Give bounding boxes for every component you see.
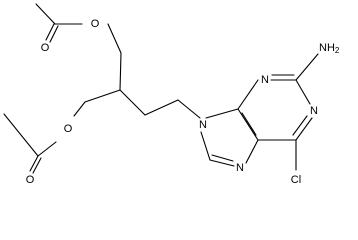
bond-c8-n7 bbox=[209, 159, 235, 167]
bonds bbox=[3, 3, 319, 174]
bond-chain-1-chain-2 bbox=[144, 99, 179, 116]
bond-ch-chain-1 bbox=[119, 89, 146, 116]
nitrogen-label-n3: N bbox=[261, 74, 269, 86]
nitrogen-label-n7: N bbox=[236, 162, 244, 174]
oxygen-label-bottom-carbonyl: O bbox=[26, 174, 35, 186]
bond-bottom-carbonyl-ch3 bbox=[3, 113, 39, 157]
bond-chain-2-n9 bbox=[177, 99, 201, 119]
bond-top-carbonyl-o-double bbox=[49, 25, 59, 43]
amino-subscript: 2 bbox=[335, 46, 340, 55]
nitrogen-label-n1: N bbox=[310, 105, 318, 117]
bond-top-ester-o-ch2 bbox=[107, 23, 122, 54]
bond-n1-c6 bbox=[295, 117, 313, 141]
bond-c2-amino bbox=[295, 53, 319, 81]
bond-bottom-ester-o-carbonyl bbox=[37, 141, 57, 157]
bond-c4-n3 bbox=[237, 79, 259, 110]
bond-top-ch3-carbonyl bbox=[35, 3, 56, 25]
bond-top-ch2-ch bbox=[119, 52, 122, 91]
bond-top-carbonyl-o bbox=[45, 23, 55, 41]
bond-c8-n7-double bbox=[211, 154, 234, 162]
bond-n7-c5 bbox=[245, 139, 259, 164]
bond-n9-c4 bbox=[205, 108, 239, 119]
bond-bottom-carbonyl-o-double bbox=[32, 157, 42, 174]
bond-bottom-ch2-ester-o bbox=[73, 101, 86, 117]
oxygen-label-top-ester: O bbox=[91, 18, 100, 30]
bond-c2-n1 bbox=[295, 79, 311, 105]
oxygen-label-bottom-ester: O bbox=[64, 123, 73, 135]
bond-n1-c6-double bbox=[292, 115, 308, 136]
nitrogen-label-n9: N bbox=[199, 119, 207, 131]
oxygen-label-top-carbonyl: O bbox=[41, 42, 50, 54]
atom-labels: O O O O N N N N NH2 Cl bbox=[26, 18, 340, 186]
amino-label: NH2 bbox=[319, 42, 340, 55]
bond-n9-c8 bbox=[200, 131, 211, 161]
chlorine-label: Cl bbox=[291, 174, 301, 186]
bond-bottom-carbonyl-o bbox=[29, 155, 39, 172]
structural-formula: O O O O N N N N NH2 Cl bbox=[3, 3, 340, 186]
bond-c4-c5-double bbox=[241, 112, 257, 136]
bond-ch-bottom-ch2 bbox=[84, 89, 121, 103]
bond-c4-c5 bbox=[237, 108, 259, 141]
